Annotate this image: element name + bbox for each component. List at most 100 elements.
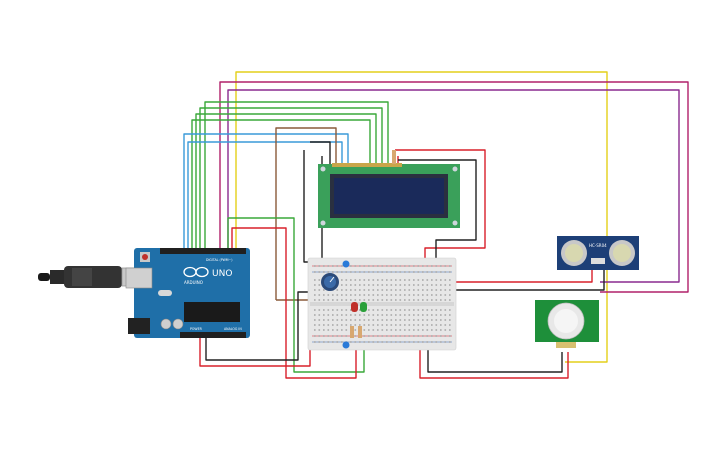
breadboard-hole <box>413 271 415 273</box>
breadboard-hole <box>327 299 330 301</box>
breadboard-hole <box>413 294 415 296</box>
breadboard-hole <box>431 314 433 316</box>
capacitor-top[interactable] <box>342 260 350 268</box>
potentiometer-icon[interactable] <box>321 273 339 291</box>
breadboard-hole <box>422 314 424 316</box>
wire-green-bottom[interactable] <box>227 217 365 373</box>
wire-red-us-vcc[interactable] <box>455 270 593 283</box>
breadboard-hole <box>395 271 397 273</box>
breadboard-hole <box>377 319 379 321</box>
breadboard-hole <box>341 271 343 273</box>
breadboard-hole <box>359 271 361 273</box>
breadboard-hole <box>408 271 411 273</box>
breadboard-hole <box>399 329 402 331</box>
breadboard-hole <box>359 294 361 296</box>
wire-black-lcd-2[interactable] <box>303 150 318 263</box>
breadboard-hole <box>327 265 330 267</box>
wire-black-pir[interactable] <box>427 342 563 373</box>
wire-black-arduino[interactable] <box>205 291 308 361</box>
breadboard-hole <box>431 335 433 337</box>
breadboard-hole <box>390 329 393 331</box>
arduino-board[interactable]: UNO ARDUINO DIGITAL (PWM~) POWER ANALOG … <box>125 248 250 338</box>
breadboard-hole <box>354 314 357 316</box>
ultrasonic-sensor[interactable]: HC-SR04 <box>557 236 639 270</box>
breadboard-hole <box>395 324 397 326</box>
breadboard-hole <box>422 341 424 343</box>
breadboard-hole <box>345 335 348 337</box>
breadboard-hole <box>381 299 384 301</box>
breadboard-hole <box>408 319 411 321</box>
breadboard-hole <box>386 299 388 301</box>
wire-green-lcd-1[interactable] <box>204 101 389 248</box>
breadboard-hole <box>422 284 424 286</box>
breadboard-hole <box>363 335 366 337</box>
wire-yellow-top[interactable] <box>235 71 608 363</box>
breadboard-hole <box>386 324 388 326</box>
breadboard[interactable] <box>307 257 457 351</box>
breadboard-hole <box>354 335 357 337</box>
wire-black-lcd-1[interactable] <box>310 141 331 165</box>
wire-red-pir[interactable] <box>419 342 569 379</box>
breadboard-hole <box>426 271 429 273</box>
breadboard-hole <box>404 284 406 286</box>
breadboard-hole <box>386 265 388 267</box>
breadboard-hole <box>314 324 316 326</box>
breadboard-hole <box>413 299 415 301</box>
breadboard-hole <box>417 265 420 267</box>
breadboard-hole <box>399 335 402 337</box>
breadboard-hole <box>386 341 388 343</box>
breadboard-hole <box>336 314 339 316</box>
wire-red-arduino-2[interactable] <box>199 335 318 367</box>
breadboard-hole <box>435 279 438 281</box>
resistor-lcd[interactable] <box>392 150 396 164</box>
breadboard-hole <box>318 299 321 301</box>
breadboard-hole <box>404 324 406 326</box>
breadboard-hole <box>318 324 321 326</box>
resistor-1[interactable] <box>350 326 354 338</box>
breadboard-hole <box>413 289 415 291</box>
wire-black-lcd-4[interactable] <box>398 159 477 262</box>
breadboard-hole <box>386 319 388 321</box>
wire-green-lcd-4[interactable] <box>191 119 371 248</box>
pir-sensor[interactable] <box>535 300 599 348</box>
breadboard-hole <box>399 294 402 296</box>
breadboard-hole <box>377 289 379 291</box>
breadboard-hole <box>390 314 393 316</box>
wire-brown-pot[interactable] <box>275 127 337 300</box>
resistor-2[interactable] <box>358 326 362 338</box>
breadboard-hole <box>368 265 370 267</box>
breadboard-hole <box>449 314 451 316</box>
wire-red-lcd-1[interactable] <box>395 149 486 262</box>
wire-green-lcd-3[interactable] <box>195 113 377 248</box>
breadboard-hole <box>390 309 393 311</box>
wire-blue-lcd-1[interactable] <box>183 133 349 248</box>
breadboard-hole <box>314 289 316 291</box>
breadboard-hole <box>422 289 424 291</box>
breadboard-hole <box>444 341 447 343</box>
lcd-display[interactable] <box>318 163 460 228</box>
breadboard-hole <box>327 271 330 273</box>
wire-black-us-gnd[interactable] <box>455 270 605 291</box>
breadboard-hole <box>359 324 361 326</box>
breadboard-hole <box>341 335 343 337</box>
breadboard-hole <box>449 324 451 326</box>
breadboard-hole <box>354 329 357 331</box>
breadboard-hole <box>318 341 321 343</box>
breadboard-hole <box>372 335 375 337</box>
led-red[interactable] <box>351 302 358 312</box>
breadboard-hole <box>413 309 415 311</box>
wire-green-lcd-2[interactable] <box>199 107 383 248</box>
led-green[interactable] <box>360 302 367 312</box>
wire-magenta-top[interactable] <box>219 81 689 293</box>
breadboard-hole <box>332 341 334 343</box>
breadboard-hole <box>318 329 321 331</box>
wire-blue-lcd-2[interactable] <box>187 141 343 248</box>
breadboard-hole <box>318 294 321 296</box>
breadboard-hole <box>413 279 415 281</box>
breadboard-hole <box>372 319 375 321</box>
breadboard-hole <box>314 319 316 321</box>
capacitor-bottom[interactable] <box>342 341 350 349</box>
wire-red-arduino-1[interactable] <box>231 227 357 379</box>
breadboard-hole <box>431 265 433 267</box>
breadboard-hole <box>404 271 406 273</box>
